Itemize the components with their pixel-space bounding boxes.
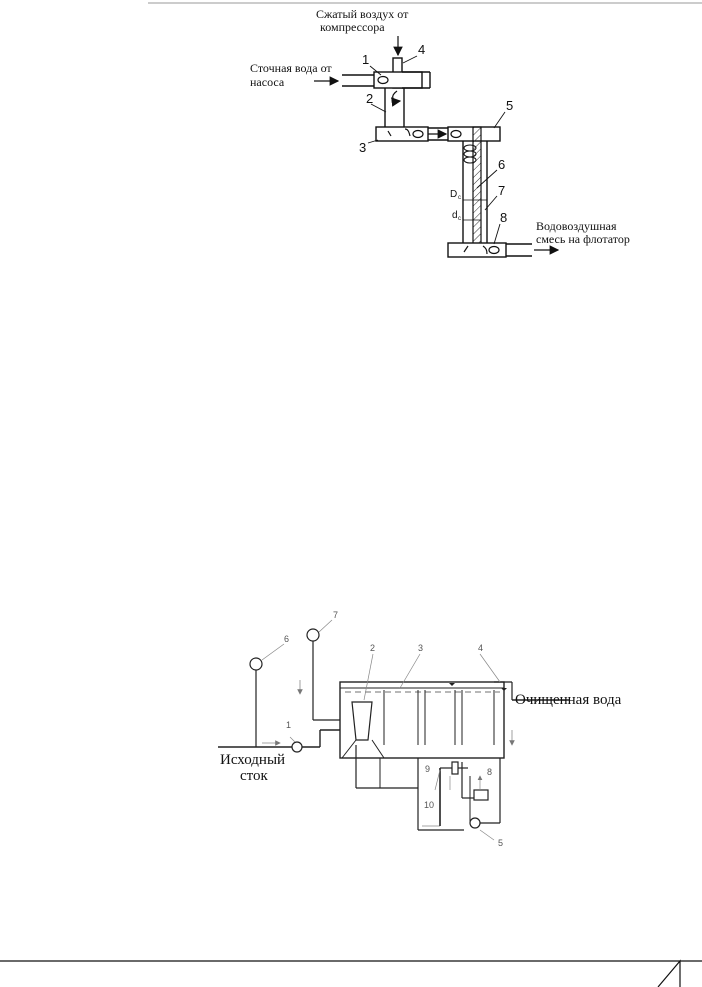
fig1-label-4: 4 <box>418 42 425 57</box>
fig2-label-9: 9 <box>425 764 430 774</box>
dim-large-sub: c <box>458 195 461 201</box>
pump-1 <box>291 741 303 753</box>
dim-small-sub: c <box>458 216 461 222</box>
inlet-chamber <box>351 701 373 741</box>
fig2-label-8: 8 <box>487 767 492 777</box>
fig1-label-5: 5 <box>506 98 513 113</box>
fig2-label-10: 10 <box>424 800 434 810</box>
fig1-label-2: 2 <box>366 91 373 106</box>
fig2-label-5: 5 <box>498 838 503 848</box>
fig2-label-6: 6 <box>284 634 289 644</box>
inlet-label-1: Исходный <box>220 752 285 768</box>
fig1-label-6: 6 <box>498 157 505 172</box>
inlet-label-2: сток <box>240 768 269 784</box>
mix-label-2: смесь на флотатор <box>536 232 630 246</box>
footer-corner <box>657 959 681 987</box>
gauge-6 <box>249 657 263 671</box>
dim-small-label: d <box>452 210 458 221</box>
fig2-label-2: 2 <box>370 643 375 653</box>
pump-5 <box>469 817 481 829</box>
top-flange <box>373 71 423 89</box>
water-label-2: насоса <box>250 75 285 89</box>
compressor-8 <box>473 789 489 801</box>
gauge-7 <box>306 628 320 642</box>
flow-curve-1 <box>391 90 402 107</box>
inlet-opening <box>377 75 389 85</box>
fig1-label-1: 1 <box>362 52 369 67</box>
ejector-9 <box>451 761 459 775</box>
dim-large-label: D <box>450 189 457 200</box>
fig2-label-3: 3 <box>418 643 423 653</box>
fig2-label-4: 4 <box>478 643 483 653</box>
fig1-label-8: 8 <box>500 210 507 225</box>
outlet-label: Очищенная вода <box>515 692 622 708</box>
mix-label-1: Водовоздушная <box>536 219 617 233</box>
fig2-label-1: 1 <box>286 720 291 730</box>
fig1-label-7: 7 <box>498 183 505 198</box>
water-label-1: Сточная вода от <box>250 61 332 75</box>
fig1-label-3: 3 <box>359 140 366 155</box>
air-label-2: компрессора <box>320 20 385 34</box>
air-label-1: Сжатый воздух от <box>316 7 409 21</box>
fig2-label-7: 7 <box>333 610 338 620</box>
